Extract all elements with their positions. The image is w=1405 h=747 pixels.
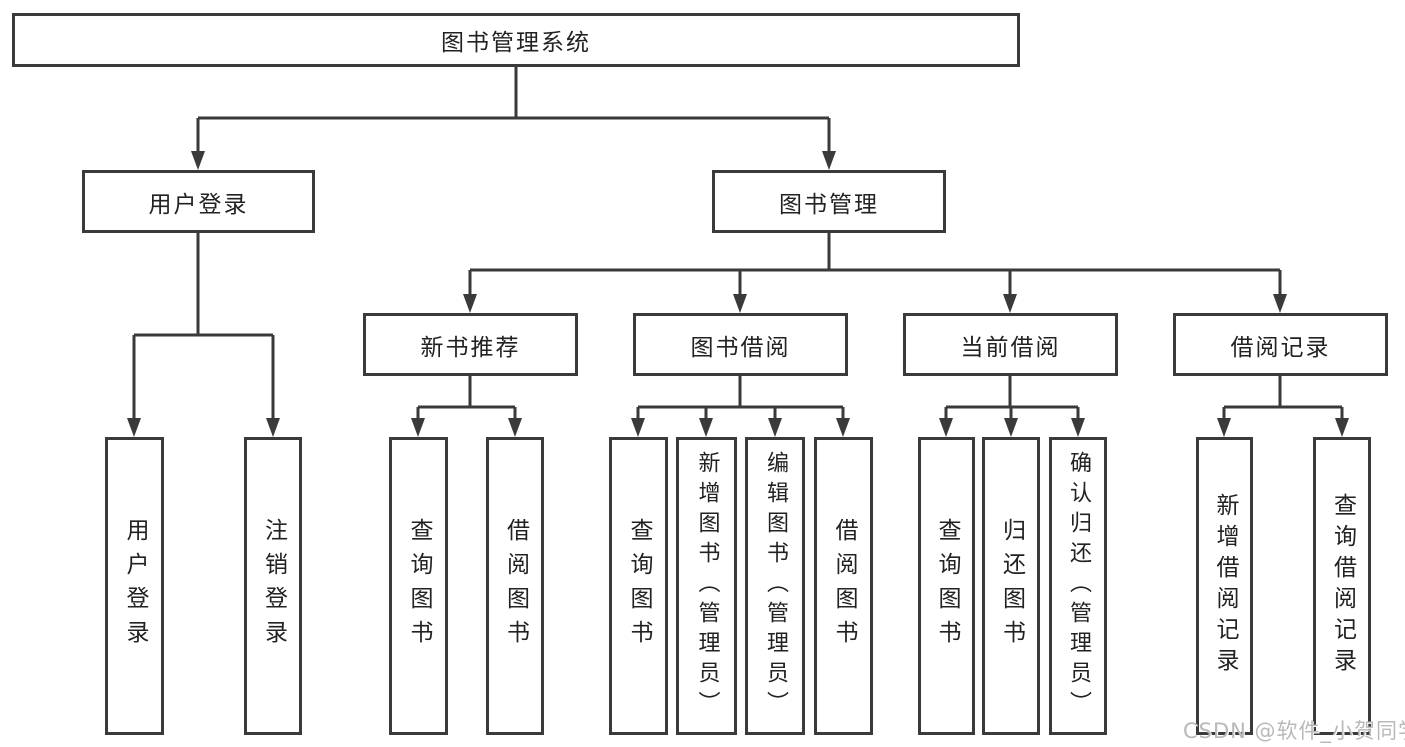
leaf-confirm-return-admin: 确认归还（管理员） [1049, 437, 1107, 735]
node-label: 当前借阅 [960, 334, 1061, 361]
leaf-logout: 注销登录 [244, 437, 302, 735]
connector-login-to-leaves [132, 233, 275, 420]
leaf-query-books: 查询图书 [918, 437, 975, 735]
node-borrow-record: 借阅记录 [1173, 313, 1388, 376]
node-label: 图书借阅 [690, 334, 791, 361]
node-label: 新书推荐 [420, 334, 521, 361]
leaf-borrow-books: 借阅图书 [814, 437, 873, 735]
leaf-user-login: 用户登录 [105, 437, 164, 735]
connector-bookborrow-to-leaves [636, 376, 845, 420]
leaf-label: 借阅图书 [831, 518, 857, 654]
leaf-label: 借阅图书 [502, 518, 529, 654]
leaf-label: 注销登录 [260, 518, 287, 654]
leaf-query-books: 查询图书 [389, 437, 448, 735]
connector-borrowrecord-to-leaves [1222, 376, 1344, 420]
leaf-edit-books-admin: 编辑图书（管理员） [745, 437, 805, 735]
node-book-management: 图书管理 [712, 170, 946, 233]
leaf-label: 查询图书 [934, 518, 960, 654]
connector-newbook-to-leaves [416, 376, 517, 420]
node-label: 图书管理 [779, 191, 879, 218]
leaf-return-books: 归还图书 [982, 437, 1040, 735]
csdn-watermark: CSDN @软件_小贺同学 [1183, 719, 1405, 743]
node-system-root: 图书管理系统 [12, 13, 1020, 67]
node-label: 图书管理系统 [441, 30, 591, 56]
leaf-label: 查询图书 [626, 518, 652, 654]
leaf-label: 确认归还（管理员） [1066, 451, 1091, 721]
leaf-label: 新增借阅记录 [1212, 493, 1238, 679]
leaf-add-books-admin: 新增图书（管理员） [676, 437, 737, 735]
leaf-query-books: 查询图书 [609, 437, 668, 735]
leaf-query-borrow-record: 查询借阅记录 [1313, 437, 1371, 735]
leaf-label: 用户登录 [122, 518, 148, 654]
connector-root-to-level2 [196, 67, 831, 153]
leaf-add-borrow-record: 新增借阅记录 [1196, 437, 1253, 735]
node-user-login-group: 用户登录 [82, 170, 315, 233]
connector-bookmgmt-to-level3 [468, 233, 1282, 296]
node-new-book-recommend: 新书推荐 [363, 313, 578, 376]
arrowheads [127, 151, 1349, 437]
leaf-label: 查询图书 [406, 518, 432, 654]
leaf-label: 编辑图书（管理员） [763, 451, 788, 721]
leaf-label: 查询借阅记录 [1329, 493, 1356, 679]
leaf-borrow-books: 借阅图书 [486, 437, 544, 735]
connector-currentborrow-to-leaves [944, 376, 1080, 420]
node-label: 借阅记录 [1230, 334, 1331, 361]
node-current-borrow: 当前借阅 [903, 313, 1118, 376]
node-label: 用户登录 [148, 191, 249, 218]
leaf-label: 归还图书 [998, 518, 1025, 654]
node-book-borrow: 图书借阅 [633, 313, 848, 376]
leaf-label: 新增图书（管理员） [694, 451, 720, 721]
